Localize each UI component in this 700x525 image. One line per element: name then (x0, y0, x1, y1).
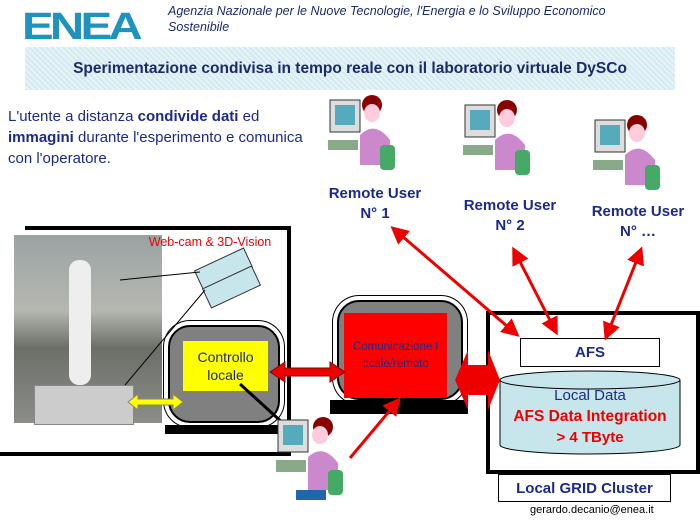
webcam-label: Web-cam & 3D-Vision (148, 235, 272, 249)
remote-user-3: Remote User N° … (582, 202, 694, 242)
remote-user-number: N° … (620, 223, 656, 240)
arrow-user1-afs (390, 226, 520, 337)
arrow-user3-afs (603, 246, 644, 341)
agency-line1: Agenzia Nazionale per le Nuove Tecnologi… (168, 4, 606, 18)
arrow-control-comm (269, 361, 346, 383)
user-icon (593, 115, 660, 190)
intro-bold: condivide dati (137, 108, 239, 125)
enea-logo: ENEA (22, 6, 143, 48)
arrow-operator-comm (348, 397, 401, 459)
remote-user-label: Remote User (463, 197, 557, 214)
arrow-table-control (127, 392, 184, 412)
remote-user-1: Remote User N° 1 (320, 184, 430, 224)
local-operator-icon (276, 417, 343, 500)
cluster-label: Local GRID Cluster (498, 474, 671, 502)
lab-frame-top (25, 226, 291, 230)
agency-line2: Sostenibile (168, 20, 230, 34)
capacity-label: > 4 TByte (556, 429, 624, 446)
local-data-label: Local Data (554, 387, 626, 404)
intro-part: durante l'esperimento e comunica con l'o… (8, 129, 303, 167)
agency-name: Agenzia Nazionale per le Nuove Tecnologi… (168, 3, 606, 35)
afs-box: AFS (520, 338, 660, 367)
intro-part: L'utente a distanza (8, 108, 138, 125)
statue (69, 260, 91, 385)
monitor-base (165, 425, 280, 434)
remote-user-number: N° 1 (360, 205, 390, 222)
remote-user-label: Remote User (591, 203, 685, 220)
arrow-comm-cluster (455, 350, 500, 410)
remote-user-label: Remote User (328, 185, 422, 202)
user-icon (328, 95, 395, 170)
camera-line (124, 289, 206, 386)
lab-frame-bottom (0, 452, 291, 456)
arrow-user2-afs (512, 246, 558, 336)
title-band: Sperimentazione condivisa in tempo reale… (25, 47, 675, 90)
shake-table (34, 385, 134, 425)
camera-line (119, 271, 201, 281)
author-email: gerardo.decanio@enea.it (530, 504, 654, 516)
user-icon (463, 100, 530, 175)
statue-photo (14, 235, 162, 425)
lab-frame-right (287, 226, 291, 456)
afs-integration-label: AFS Data Integration (513, 408, 667, 425)
controllo-locale-box: Controllo locale (183, 341, 268, 391)
intro-bold: immagini (8, 129, 74, 146)
slide-title: Sperimentazione condivisa in tempo reale… (73, 59, 627, 77)
cable (238, 382, 287, 427)
intro-text: L'utente a distanza condivide dati ed im… (8, 106, 318, 169)
intro-part: ed (238, 108, 260, 125)
